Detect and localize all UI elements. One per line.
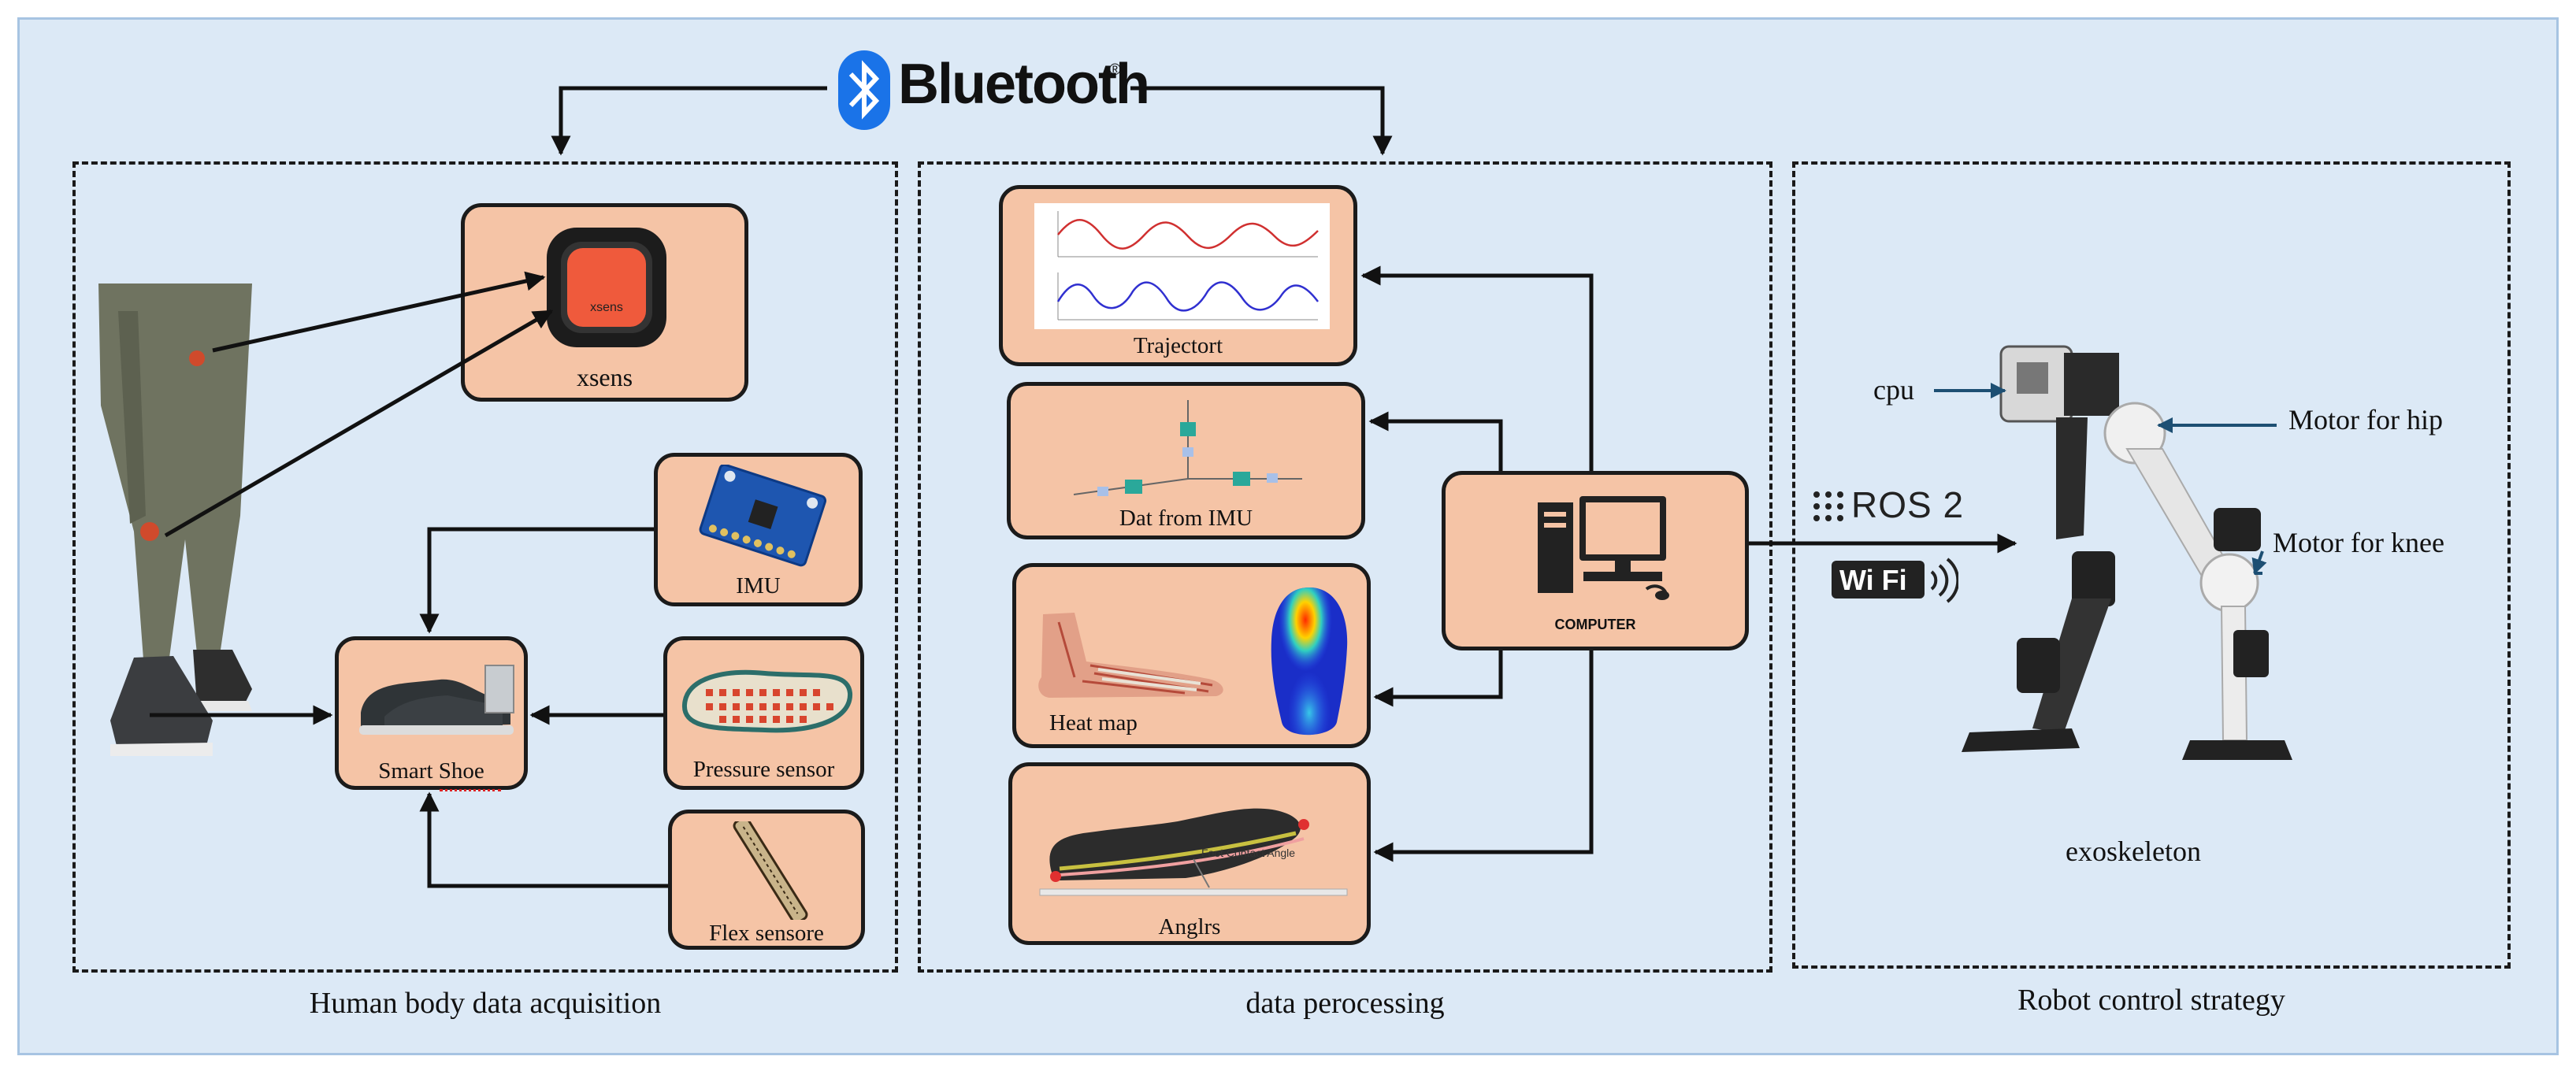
control-section-label: Robot control strategy: [2017, 984, 2285, 1017]
xsens-card: xsens xsens: [461, 203, 748, 402]
computer-card-label: COMPUTER: [1554, 617, 1636, 632]
computer-to-trajectory-arrow: [1360, 265, 1594, 471]
exoskeleton-label: exoskeleton: [2066, 836, 2201, 867]
imu-to-shoe-arrow: [419, 527, 654, 634]
leg-to-xsens-arrow-upper: [212, 271, 546, 353]
acquisition-section-label: Human body data acquisition: [309, 987, 662, 1020]
flex-strip-image: [733, 821, 808, 920]
angles-card-label: Anglrs: [1158, 914, 1221, 939]
foot-anatomy-image: [1038, 613, 1223, 698]
smart-shoe-card-label: Smart Shoe: [378, 758, 484, 784]
wifi-label: Wi Fi: [1839, 564, 1907, 596]
smart-shoe-image: [359, 665, 514, 735]
bluetooth-label: Bluetooth: [898, 53, 1150, 116]
human-legs-image: [98, 284, 252, 756]
computer-to-imu-data-arrow: [1368, 411, 1503, 471]
xsens-device-image: xsens: [547, 228, 666, 347]
xsens-card-label: xsens: [576, 363, 633, 391]
foot-contact-angle-annotation: Foot Contact Angle: [1201, 847, 1295, 859]
processing-section-label: data perocessing: [1245, 987, 1445, 1020]
bluetooth-arrow-left: [551, 86, 827, 156]
heatmap-card-label: Heat map: [1049, 710, 1138, 736]
angles-card: Foot Contact Angle Anglrs: [1008, 762, 1371, 945]
pressure-sensor-card-label: Pressure sensor: [692, 757, 835, 782]
trajectory-plot-image: [1034, 203, 1330, 329]
flex-sensor-card: Flex sensore: [668, 810, 865, 950]
leg-to-xsens-arrow-lower: [164, 309, 554, 538]
flex-sensor-card-label: Flex sensore: [709, 921, 824, 946]
trajectory-card: Trajectort: [999, 185, 1357, 366]
motor-knee-label: Motor for knee: [2273, 527, 2444, 558]
heatmap-card: Heat map: [1012, 563, 1371, 748]
pressure-insole-image: [681, 669, 853, 733]
imu-graph-image: [1073, 400, 1302, 496]
bluetooth-arrow-right: [1130, 86, 1393, 156]
imu-card-label: IMU: [736, 573, 781, 598]
computer-to-angles-arrow: [1373, 650, 1594, 862]
wifi-signal-icon: [1930, 558, 1958, 603]
spellcheck-underline: [440, 786, 501, 791]
pressure-sensor-card: Pressure sensor: [663, 636, 864, 790]
knee-motor-pointer-arrow-shaft: [2251, 550, 2267, 575]
xsens-device-text: xsens: [590, 301, 623, 314]
shoe-angle-image: Foot Contact Angle: [1039, 808, 1348, 896]
cpu-label: cpu: [1873, 374, 1914, 406]
imu-card: IMU: [654, 453, 863, 606]
wifi-badge: Wi Fi: [1832, 561, 1925, 598]
motor-hip-label: Motor for hip: [2288, 404, 2443, 435]
computer-icon: [1538, 496, 1669, 600]
acquisition-section: [72, 161, 898, 973]
bluetooth-registered-mark: ®: [1109, 61, 1121, 79]
exoskeleton-image: [1962, 345, 2292, 760]
computer-card: COMPUTER: [1442, 471, 1749, 650]
ros2-label: ROS 2: [1851, 484, 1965, 525]
flex-to-shoe-arrow: [419, 791, 668, 888]
bluetooth-icon: [838, 50, 890, 130]
smart-shoe-card: Smart Shoe: [335, 636, 528, 791]
imu-data-card: Dat from IMU: [1007, 382, 1365, 539]
pressure-heatmap-image: [1271, 587, 1348, 736]
imu-board-image: [699, 465, 827, 567]
control-section: [1792, 161, 2511, 969]
trajectory-card-label: Trajectort: [1133, 333, 1223, 358]
processing-section: [918, 161, 1772, 973]
ros2-logo-icon: [1813, 491, 1843, 521]
imu-data-card-label: Dat from IMU: [1119, 506, 1253, 531]
computer-to-heatmap-arrow: [1373, 650, 1503, 707]
